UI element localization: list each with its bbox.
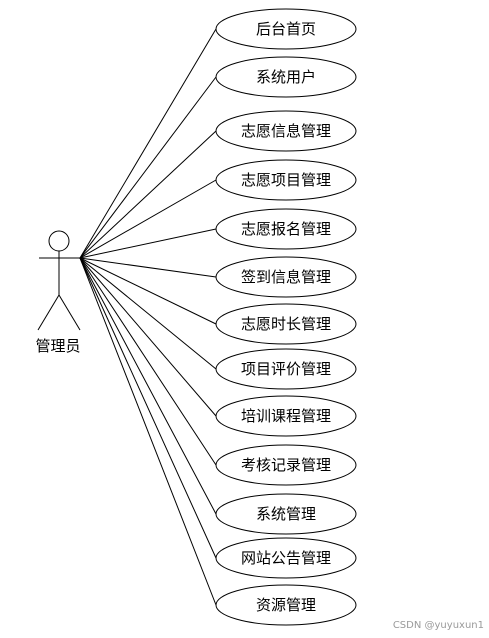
use-case: 网站公告管理: [215, 537, 357, 579]
use-case-ellipse: [215, 537, 357, 579]
use-case-label: 系统管理: [256, 505, 316, 523]
association-line: [79, 257, 217, 278]
use-case-label: 资源管理: [256, 596, 316, 614]
use-case: 志愿时长管理: [215, 303, 357, 345]
use-case-label: 签到信息管理: [241, 268, 331, 286]
use-case-label: 志愿项目管理: [241, 171, 331, 189]
association-line: [79, 179, 217, 259]
actor-right-leg: [58, 294, 81, 331]
use-case-ellipse: [215, 159, 357, 201]
use-case: 后台首页: [215, 8, 357, 50]
association-line: [79, 76, 217, 259]
use-case-list: 后台首页系统用户志愿信息管理志愿项目管理志愿报名管理签到信息管理志愿时长管理项目…: [215, 8, 357, 626]
use-case-ellipse: [215, 110, 357, 152]
use-case-ellipse: [215, 208, 357, 250]
actor-head: [48, 230, 70, 252]
use-case-ellipse: [215, 584, 357, 626]
use-case-ellipse: [215, 444, 357, 486]
use-case: 志愿项目管理: [215, 159, 357, 201]
use-case-label: 系统用户: [256, 68, 316, 86]
use-case-ellipse: [215, 8, 357, 50]
actor-left-leg: [37, 294, 60, 331]
use-case-label: 志愿时长管理: [241, 315, 331, 333]
use-case-ellipse: [215, 303, 357, 345]
actor-label: 管理员: [35, 337, 80, 355]
association-lines: [79, 28, 217, 606]
use-case-ellipse: [215, 348, 357, 390]
association-line: [79, 257, 217, 606]
association-line: [79, 28, 217, 259]
use-case: 系统管理: [215, 493, 357, 535]
use-case-label: 志愿报名管理: [241, 220, 331, 238]
use-case: 志愿报名管理: [215, 208, 357, 250]
use-case: 资源管理: [215, 584, 357, 626]
use-case-ellipse: [215, 493, 357, 535]
use-case-ellipse: [215, 395, 357, 437]
association-line: [79, 130, 217, 259]
use-case: 志愿信息管理: [215, 110, 357, 152]
use-case-label: 培训课程管理: [241, 407, 331, 425]
use-case-ellipse: [215, 256, 357, 298]
association-line: [79, 257, 217, 325]
use-case: 培训课程管理: [215, 395, 357, 437]
association-line: [79, 257, 217, 515]
watermark: CSDN @yuyuxun1: [393, 620, 484, 631]
use-case: 签到信息管理: [215, 256, 357, 298]
use-case-label: 考核记录管理: [241, 456, 331, 474]
use-case: 项目评价管理: [215, 348, 357, 390]
use-case-label: 志愿信息管理: [241, 122, 331, 140]
actor-administrator: 管理员: [35, 230, 81, 355]
use-case-label: 项目评价管理: [241, 360, 331, 378]
use-case-ellipse: [215, 56, 357, 98]
use-case: 考核记录管理: [215, 444, 357, 486]
use-case: 系统用户: [215, 56, 357, 98]
association-line: [79, 257, 217, 466]
use-case-label: 网站公告管理: [241, 549, 331, 567]
association-line: [79, 257, 217, 559]
use-case-label: 后台首页: [256, 20, 316, 38]
association-line: [79, 257, 217, 417]
association-line: [79, 257, 217, 370]
association-line: [79, 228, 217, 259]
